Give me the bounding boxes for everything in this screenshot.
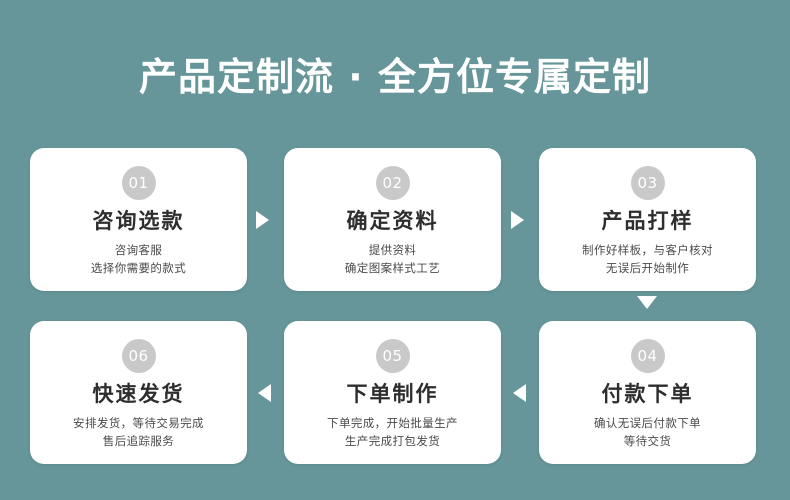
step-description: 安排发货，等待交易完成 售后追踪服务 bbox=[73, 414, 204, 450]
step-description-line: 下单完成，开始批量生产 bbox=[327, 416, 458, 430]
step-title: 确定资料 bbox=[346, 209, 439, 233]
flow-card-05[interactable]: 05 下单制作 下单完成，开始批量生产 生产完成打包发货 bbox=[284, 321, 501, 464]
flow-card-03[interactable]: 03 产品打样 制作好样板，与客户核对 无误后开始制作 bbox=[539, 148, 756, 291]
step-description: 下单完成，开始批量生产 生产完成打包发货 bbox=[327, 414, 458, 450]
step-description-line: 安排发货，等待交易完成 bbox=[73, 416, 204, 430]
flow-card-06[interactable]: 06 快速发货 安排发货，等待交易完成 售后追踪服务 bbox=[30, 321, 247, 464]
step-number-badge: 01 bbox=[121, 166, 156, 200]
step-description-line: 确认无误后付款下单 bbox=[593, 416, 702, 430]
flow-grid: 01 咨询选款 咨询客服 选择你需要的款式 02 确定资料 提供资料 确定图案样… bbox=[30, 148, 756, 464]
step-description-line: 售后追踪服务 bbox=[102, 434, 175, 448]
step-title: 快速发货 bbox=[92, 382, 185, 406]
step-description: 制作好样板，与客户核对 无误后开始制作 bbox=[582, 241, 713, 277]
step-description-line: 等待交货 bbox=[623, 434, 672, 448]
step-description-line: 提供资料 bbox=[368, 243, 417, 257]
step-title: 下单制作 bbox=[346, 382, 439, 406]
triangle-left-icon bbox=[513, 384, 526, 402]
flow-row-bottom: 06 快速发货 安排发货，等待交易完成 售后追踪服务 05 下单制作 下单完成，… bbox=[30, 321, 756, 464]
step-title: 付款下单 bbox=[601, 382, 694, 406]
triangle-right-icon bbox=[256, 211, 269, 229]
flow-card-01[interactable]: 01 咨询选款 咨询客服 选择你需要的款式 bbox=[30, 148, 247, 291]
triangle-down-icon bbox=[637, 296, 657, 309]
step-description-line: 确定图案样式工艺 bbox=[344, 261, 441, 275]
step-number-badge: 02 bbox=[375, 166, 410, 200]
step-description: 咨询客服 选择你需要的款式 bbox=[91, 241, 186, 277]
triangle-right-icon bbox=[511, 211, 524, 229]
step-description-line: 选择你需要的款式 bbox=[90, 261, 187, 275]
step-description-line: 生产完成打包发货 bbox=[344, 434, 441, 448]
step-description-line: 无误后开始制作 bbox=[605, 261, 690, 275]
step-description-line: 咨询客服 bbox=[114, 243, 163, 257]
step-description: 提供资料 确定图案样式工艺 bbox=[345, 241, 440, 277]
step-description-line: 制作好样板，与客户核对 bbox=[582, 243, 713, 257]
step-number-badge: 04 bbox=[630, 339, 665, 373]
triangle-left-icon bbox=[258, 384, 271, 402]
step-title: 产品打样 bbox=[601, 209, 694, 233]
step-title: 咨询选款 bbox=[92, 209, 185, 233]
flow-card-04[interactable]: 04 付款下单 确认无误后付款下单 等待交货 bbox=[539, 321, 756, 464]
step-number-badge: 06 bbox=[121, 339, 156, 373]
page-title: 产品定制流 · 全方位专属定制 bbox=[139, 55, 651, 99]
flow-row-top: 01 咨询选款 咨询客服 选择你需要的款式 02 确定资料 提供资料 确定图案样… bbox=[30, 148, 756, 309]
step-number-badge: 03 bbox=[630, 166, 665, 200]
flow-card-02[interactable]: 02 确定资料 提供资料 确定图案样式工艺 bbox=[284, 148, 501, 291]
step-number-badge: 05 bbox=[375, 339, 410, 373]
step-description: 确认无误后付款下单 等待交货 bbox=[594, 414, 701, 450]
